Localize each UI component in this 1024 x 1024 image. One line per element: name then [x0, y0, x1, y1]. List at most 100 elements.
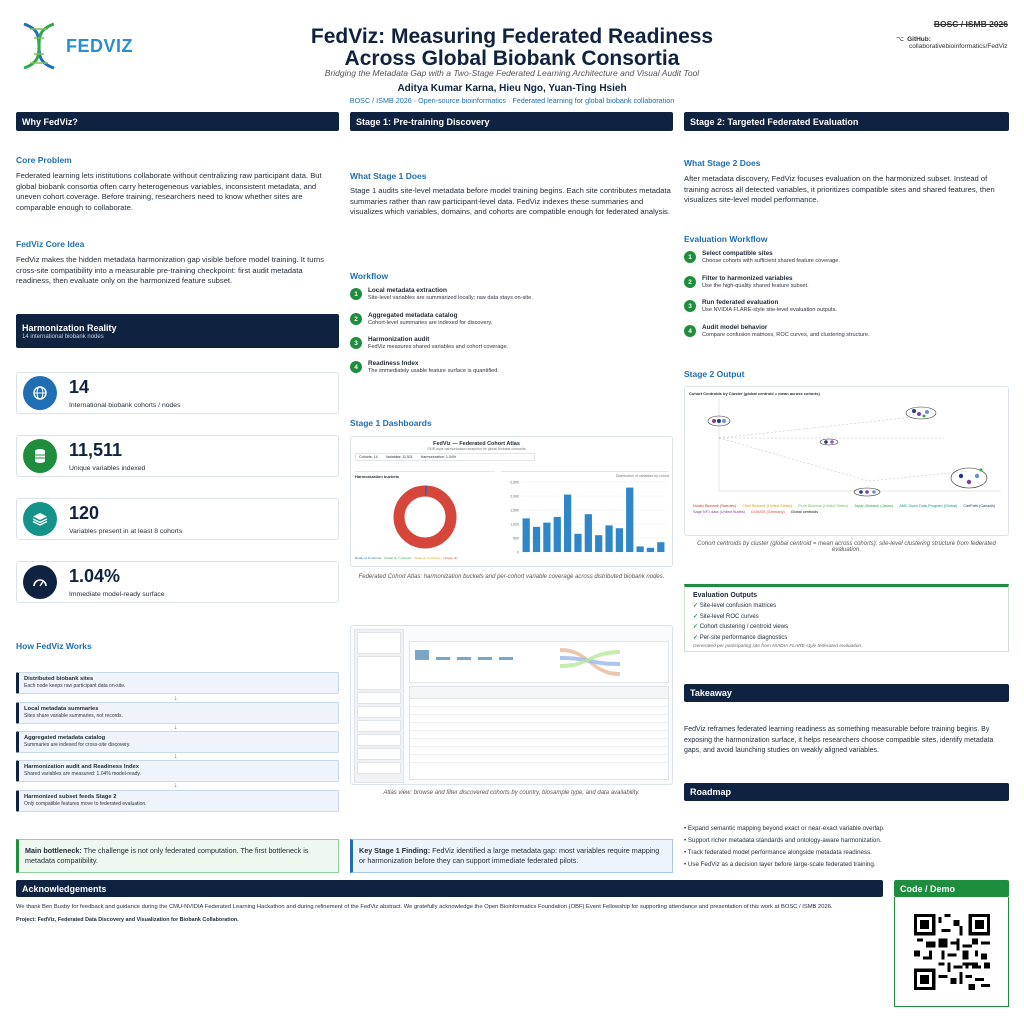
finding-text: FedViz identified a large metadata gap: … — [359, 846, 660, 865]
filter-sidebar — [354, 629, 404, 783]
stage1-what-heading: What Stage 1 Does — [350, 171, 427, 181]
atlas-dashboard: FedViz — Federated Cohort Atlas FAIR-sty… — [350, 436, 673, 567]
section-why: Why FedViz? — [16, 112, 339, 131]
gauge-icon — [23, 565, 57, 599]
legend-item: CanPath (Canada) — [963, 504, 995, 508]
flow-arrow-icon: ↓ — [174, 695, 178, 702]
eval-workflow-heading: Evaluation Workflow — [684, 234, 768, 244]
output-item: Cohort clustering / centroid views — [693, 622, 1000, 633]
bar-c7 — [584, 514, 592, 552]
poster-title: FedViz: Measuring Federated Readiness — [310, 25, 714, 48]
code-demo-banner: Code / Demo — [894, 880, 1009, 897]
github-repo: collaborativebioinformatics/FedViz — [909, 43, 1008, 50]
legend-unique: Unique (1) — [443, 556, 458, 560]
takeaway-banner: Takeaway — [684, 684, 1009, 702]
centroid-scatter — [707, 398, 1001, 497]
venue-line: BOSC / ISMB 2026 · Open-source bioinform… — [349, 96, 675, 105]
bar-c14 — [657, 542, 665, 552]
reality-heading: Harmonization Reality — [22, 323, 117, 333]
outputs-heading: Evaluation Outputs — [693, 592, 758, 599]
legend-item: Sage NF1 data (United States) — [693, 510, 745, 514]
stat-label: Variables present in at least 8 cohorts — [69, 528, 183, 535]
flow-arrow-icon: ↓ — [174, 782, 178, 789]
output-item: Site-level confusion matrices — [693, 601, 1000, 612]
poster-title-line2: Across Global Biobank Consortia — [344, 47, 680, 70]
acknowledgements-banner: Acknowledgements — [16, 880, 883, 897]
logo-text: FEDVIZ — [66, 35, 134, 56]
bar-c1 — [522, 518, 530, 552]
cohort-table[interactable] — [409, 686, 669, 780]
qr-code-box[interactable] — [894, 897, 1009, 1007]
authors: Aditya Kumar Karna, Hieu Ngo, Yuan-Ting … — [397, 83, 627, 94]
github-link[interactable]: ⌥ GitHub: collaborativebioinformatics/Fe… — [896, 35, 1008, 51]
plot-legend: Nordic Biobank (Sweden) Chief Biobank (U… — [693, 503, 1003, 515]
dna-logo-icon — [23, 22, 55, 70]
github-label: GitHub: — [907, 35, 931, 43]
flow-arrow-icon: ↓ — [174, 753, 178, 760]
legend-item: GOASIS (Germany) — [750, 510, 785, 514]
corner-tag: BOSC / ISMB 2026 — [933, 19, 1008, 29]
section-stage1: Stage 1: Pre-training Discovery — [350, 112, 673, 131]
bottleneck-label: Main bottleneck: — [25, 846, 82, 855]
core-problem-heading: Core Problem — [16, 155, 72, 165]
stat-number: 1.04% — [69, 566, 121, 586]
bar-c9 — [605, 525, 613, 552]
bar-c5 — [563, 494, 572, 552]
stat-number: 120 — [69, 503, 100, 523]
atlas-caption: Federated Cohort Atlas: harmonization bu… — [358, 574, 665, 580]
legend-partial: Partial (4–7 cohorts) — [384, 556, 412, 560]
roadmap-item: Use FedViz as a decision layer before la… — [684, 859, 1009, 871]
legend-item: Penn Biobank (United States) — [798, 504, 849, 508]
mini-charts — [415, 648, 620, 676]
roadmap-item: Expand semantic mapping beyond exact or … — [684, 823, 1009, 835]
output-item: Per-site performance diagnostics — [693, 633, 1000, 644]
layers-icon — [23, 502, 57, 536]
atlas-chart2-title: Distribution of variables by cohort — [615, 474, 669, 478]
dashboards-heading: Stage 1 Dashboards — [350, 418, 432, 428]
roadmap-banner: Roadmap — [684, 783, 1009, 801]
bar-c2 — [532, 526, 541, 552]
bar-c11 — [626, 487, 634, 552]
stat-number: 11,511 — [69, 440, 123, 460]
legend-weak: Weak (2–3 cohorts) — [414, 556, 441, 560]
bottleneck-callout: Main bottleneck: The challenge is not on… — [16, 839, 339, 873]
stat-label: Unique variables indexed — [69, 465, 146, 472]
atlas-sub: FAIR-style harmonization snapshot for gl… — [427, 447, 526, 451]
core-idea-heading: FedViz Core Idea — [16, 239, 85, 249]
atlas-cohorts: Cohorts: 14 — [359, 455, 378, 459]
roadmap-item: Track federated model performance alongs… — [684, 847, 1009, 859]
legend-item: Japan Biobank (Japan) — [854, 504, 894, 508]
database-icon — [23, 439, 57, 473]
reality-sub: 14 international biobank nodes — [22, 334, 104, 340]
finding-label: Key Stage 1 Finding: — [359, 846, 431, 855]
stat-card: 1.04%Immediate model-ready surface — [16, 561, 339, 603]
centroid-caption: Cohort centroids by cluster (global cent… — [697, 541, 996, 553]
bar-c8 — [595, 535, 603, 552]
roadmap-list: Expand semantic mapping beyond exact or … — [684, 823, 1009, 871]
acknowledgements-text: We thank Ben Busby for feedback and guid… — [16, 904, 833, 910]
section-stage2: Stage 2: Targeted Federated Evaluation — [684, 112, 1009, 131]
y-tick-label: 500 — [513, 537, 519, 541]
y-tick-label: 2,000 — [510, 495, 519, 499]
logo: FEDVIZ — [16, 18, 146, 74]
bar-c13 — [646, 547, 655, 552]
legend-ready: Ready (≥ 8 cohorts) — [355, 556, 382, 560]
bar-c10 — [615, 528, 624, 552]
atlas-title: FedViz — Federated Cohort Atlas — [433, 441, 520, 447]
stage1-what-text: Stage 1 audits site-level metadata befor… — [350, 186, 671, 216]
qr-code-icon — [913, 913, 990, 990]
atlas-harmonization: Harmonization: 1.04% — [420, 455, 457, 459]
outputs-note: Generated per participating site from NV… — [693, 644, 863, 649]
atlas-view-caption: Atlas view: browse and filter discovered… — [383, 790, 640, 796]
